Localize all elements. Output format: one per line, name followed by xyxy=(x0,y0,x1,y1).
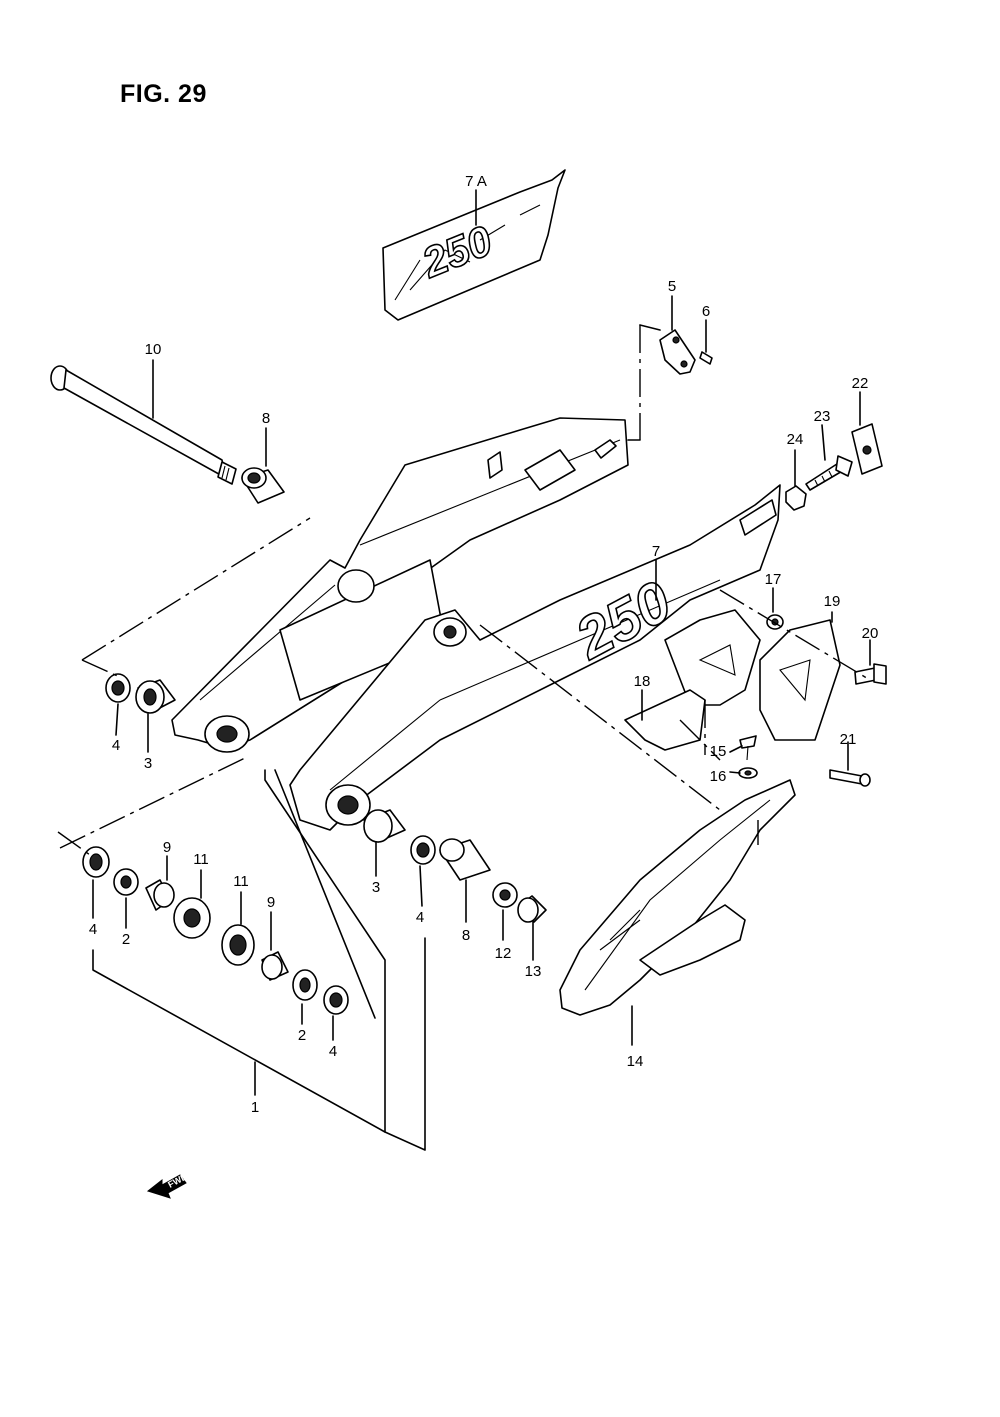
seal-4-lower-left xyxy=(82,846,110,878)
callout-11: 11 xyxy=(193,851,209,868)
guard-18 xyxy=(624,689,706,751)
callout-14: 14 xyxy=(627,1053,644,1070)
collar-8-upper xyxy=(241,467,285,504)
callout-2: 2 xyxy=(298,1027,306,1044)
spacer-2-left xyxy=(113,868,139,896)
callout-8: 8 xyxy=(262,410,270,427)
washer-12 xyxy=(492,882,518,908)
bracket-5 xyxy=(659,329,696,375)
seal-4-lower-right xyxy=(323,985,349,1015)
callout-21: 21 xyxy=(840,731,857,748)
seal-4-mid xyxy=(410,835,436,865)
callout-4: 4 xyxy=(89,921,97,938)
chain-guide-19 xyxy=(664,609,841,741)
callout-16: 16 xyxy=(710,768,727,785)
nut-13 xyxy=(517,895,547,923)
callout-labels: 1 2 2 3 3 4 4 4 4 5 6 7 7 A 8 8 9 9 10 1… xyxy=(89,173,879,1116)
pivot-axle-10 xyxy=(50,365,237,485)
callout-22: 22 xyxy=(852,375,869,392)
screw-6 xyxy=(699,351,713,365)
callout-3: 3 xyxy=(372,879,380,896)
callout-3: 3 xyxy=(144,755,152,772)
callout-2: 2 xyxy=(122,931,130,948)
callout-9: 9 xyxy=(163,839,171,856)
bolt-20 xyxy=(854,663,887,685)
bolt-15 xyxy=(739,735,757,761)
callout-4: 4 xyxy=(112,737,120,754)
callout-12: 12 xyxy=(495,945,512,962)
callout-23: 23 xyxy=(814,408,831,425)
callout-10: 10 xyxy=(145,341,162,358)
callout-19: 19 xyxy=(824,593,841,610)
callout-7: 7 xyxy=(652,543,660,560)
chain-buffer-14 xyxy=(559,779,796,1016)
bushing-3-mid xyxy=(363,809,406,843)
callout-15: 15 xyxy=(710,743,727,760)
bushing-3-upper xyxy=(135,679,176,714)
callout-8: 8 xyxy=(462,927,470,944)
callout-17: 17 xyxy=(765,571,782,588)
callout-6: 6 xyxy=(702,303,710,320)
top-decal-7a: 250 xyxy=(382,169,566,321)
callout-7a: 7 A xyxy=(465,173,487,190)
collar-8-lower xyxy=(439,838,491,881)
callout-5: 5 xyxy=(668,278,676,295)
callout-11: 11 xyxy=(233,873,249,890)
callout-4: 4 xyxy=(416,909,424,926)
callout-9: 9 xyxy=(267,894,275,911)
callout-20: 20 xyxy=(862,625,879,642)
washer-11-right xyxy=(221,924,255,966)
washer-16 xyxy=(738,767,758,779)
forward-direction-arrow: FWD xyxy=(146,1171,189,1199)
callout-4: 4 xyxy=(329,1043,337,1060)
bolt-21 xyxy=(829,769,871,787)
washer-11-left xyxy=(173,897,211,939)
bearing-9-left xyxy=(145,879,175,911)
figure-title: FIG. 29 xyxy=(120,80,207,108)
callout-18: 18 xyxy=(634,673,651,690)
seal-4-upper xyxy=(105,673,131,703)
adjuster-bolt-23 xyxy=(805,455,853,491)
callout-1: 1 xyxy=(251,1099,259,1116)
bearing-9-right xyxy=(261,951,289,981)
callout-24: 24 xyxy=(787,431,804,448)
adjuster-plate-22 xyxy=(851,423,883,475)
spacer-2-right xyxy=(292,969,318,1001)
callout-13: 13 xyxy=(525,963,542,980)
leader-lines xyxy=(57,189,871,1151)
swingarm: 250 xyxy=(171,417,781,831)
nut-24 xyxy=(785,485,807,511)
